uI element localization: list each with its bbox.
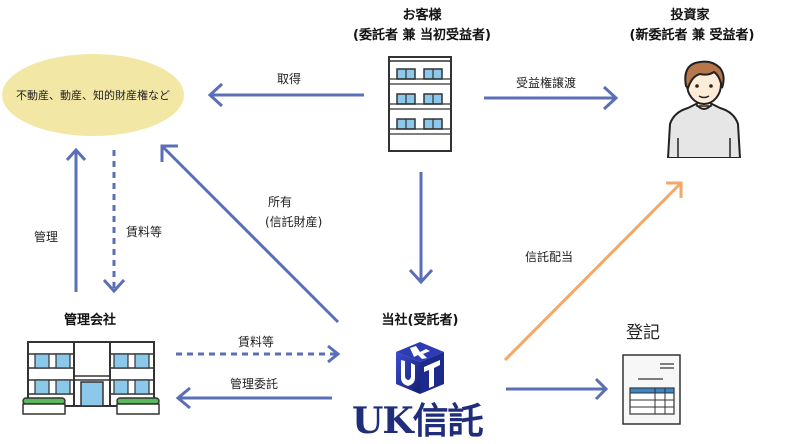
ownership-label-line2: (信託財産): [265, 215, 323, 229]
management-entrust-arrow: [175, 386, 332, 410]
customer-to-trustee-arrow: [408, 172, 434, 285]
rent-down-label: 賃料等: [126, 225, 163, 239]
customer-title: お客様: [402, 8, 442, 23]
person-icon: [666, 60, 742, 158]
investor-subtitle: (新委託者 兼 受益者): [629, 28, 755, 43]
transfer-beneficial-label: 受益権譲渡: [516, 76, 577, 90]
transfer-beneficial-arrow: [484, 85, 619, 111]
trustee-title: 当社(受託者): [381, 313, 459, 328]
trust-dividend-arrow: [503, 181, 683, 362]
registry-title: 登記: [626, 323, 660, 343]
manage-arrow: [65, 147, 87, 292]
office-building-icon: [22, 341, 160, 415]
management-company-title: 管理会社: [63, 313, 116, 328]
arrows-layer: [65, 82, 683, 410]
assets-label: 不動産、動産、知的財産権など: [16, 89, 170, 102]
ownership-arrow: [160, 144, 340, 324]
ownership-label-line1: 所有: [268, 195, 293, 209]
rent-down-arrow: [102, 150, 126, 294]
management-entrust-label: 管理委託: [230, 377, 279, 391]
acquire-label: 取得: [277, 72, 302, 86]
investor-title: 投資家: [670, 8, 710, 23]
customer-subtitle: (委託者 兼 当初受益者): [353, 28, 491, 43]
manage-label: 管理: [34, 230, 59, 244]
trustee-logo-text: UK信託: [352, 400, 484, 442]
trust-dividend-label: 信託配当: [525, 250, 574, 264]
rent-right-label: 賃料等: [238, 335, 275, 349]
trustee-to-registry-arrow: [506, 377, 609, 401]
document-table-icon: [622, 354, 681, 425]
acquire-arrow: [207, 82, 364, 108]
assets-ellipse: 不動産、動産、知的財産権など: [2, 54, 184, 136]
rent-right-arrow: [176, 344, 341, 364]
building-icon: [388, 56, 452, 152]
uk-trust-logo-icon: [396, 342, 444, 394]
